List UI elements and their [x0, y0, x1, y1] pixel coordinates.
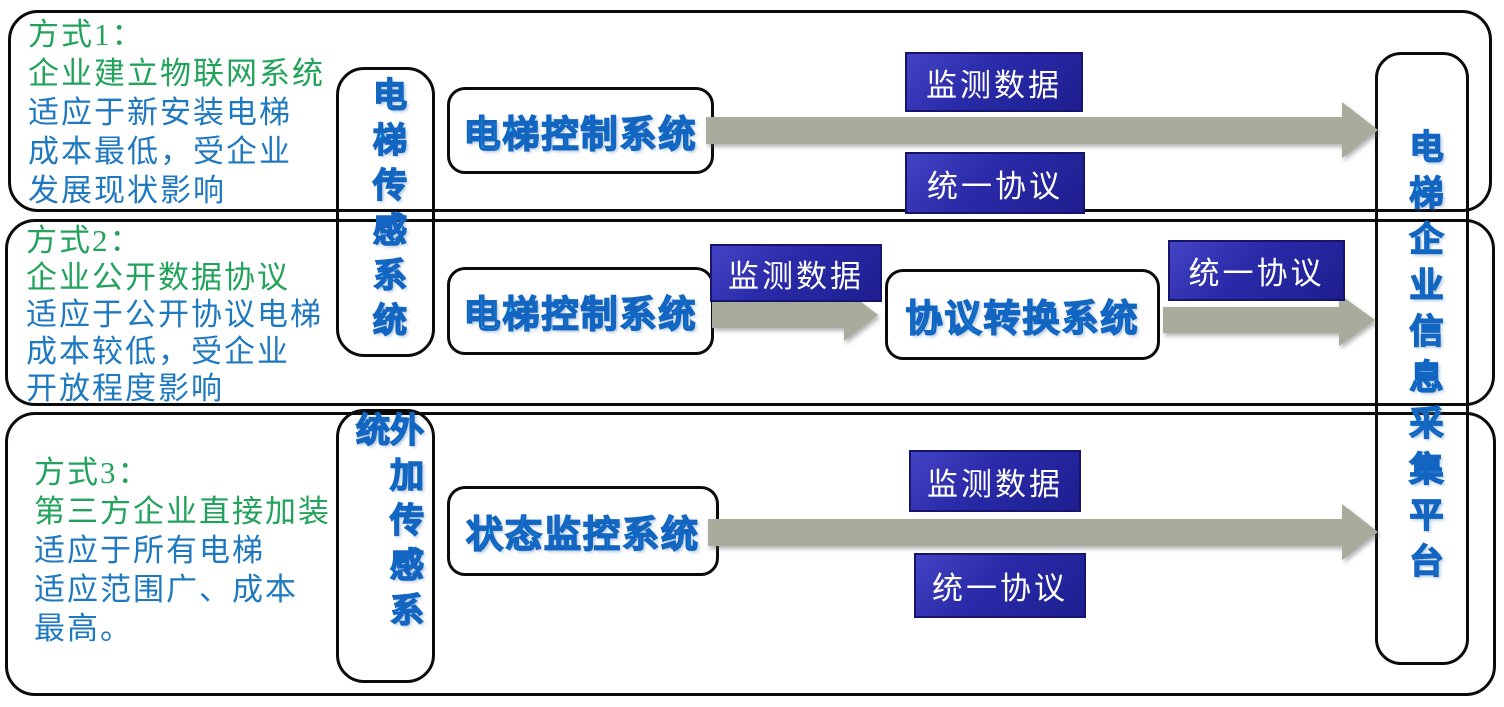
arrow-head — [1342, 102, 1378, 158]
elevator-sensor-system-box: 电梯传感系统 — [336, 67, 435, 357]
description-line: 适应范围广、成本 — [34, 572, 298, 607]
external-sensor-system-box: 外加传感系统 — [336, 409, 435, 683]
method-1-description: 方式1： 企业建立物联网系统 适应于新安装电梯 成本最低，受企业 发展现状影响 — [28, 15, 325, 210]
row1-monitoring-data-label: 监测数据 — [905, 52, 1083, 112]
protocol-conversion-system-box: 协议转换系统 — [885, 269, 1160, 360]
arrow-row3-to-platform — [708, 504, 1378, 561]
description-line: 方式2： — [26, 223, 143, 258]
arrow-shaft — [706, 117, 1342, 144]
method-1-panel — [8, 10, 1492, 212]
platform-box: 电梯企业信息采集平台 — [1375, 52, 1469, 665]
description-line: 适应于公开协议电梯 — [26, 297, 323, 332]
description-line: 企业公开数据协议 — [26, 260, 290, 295]
arrow-head — [1339, 294, 1375, 346]
row3-monitoring-data-label: 监测数据 — [909, 450, 1081, 512]
arrow-shaft — [1163, 307, 1339, 333]
row2-unified-protocol-label: 统一协议 — [1168, 240, 1345, 301]
description-line: 成本较低，受企业 — [26, 334, 290, 369]
description-line: 开放程度影响 — [26, 371, 224, 406]
arrow-shaft — [712, 302, 844, 328]
description-line: 成本最低，受企业 — [28, 134, 292, 169]
elevator-control-system-box-2: 电梯控制系统 — [447, 267, 714, 355]
description-line: 企业建立物联网系统 — [28, 56, 325, 91]
description-line: 第三方企业直接加装 — [34, 494, 331, 529]
method-2-description: 方式2： 企业公开数据协议 适应于公开协议电梯 成本较低，受企业 开放程度影响 — [26, 222, 323, 407]
platform-label: 电梯企业信息采集平台 — [1403, 128, 1442, 590]
description-line: 适应于新安装电梯 — [28, 95, 292, 130]
description-line: 发展现状影响 — [28, 173, 226, 208]
description-line: 方式3： — [34, 455, 151, 490]
method-3-description: 方式3： 第三方企业直接加装 适应于所有电梯 适应范围广、成本 最高。 — [34, 453, 331, 648]
arrow-row1-to-platform — [706, 102, 1378, 159]
arrow-shaft — [708, 519, 1342, 546]
elevator-control-system-box-1: 电梯控制系统 — [447, 87, 714, 174]
row1-unified-protocol-label: 统一协议 — [905, 152, 1085, 214]
row2-monitoring-data-label: 监测数据 — [710, 244, 882, 302]
description-line: 方式1： — [28, 17, 145, 52]
status-monitoring-system-box: 状态监控系统 — [447, 486, 719, 576]
row3-unified-protocol-label: 统一协议 — [914, 553, 1086, 618]
method-3-panel — [5, 412, 1496, 696]
description-line: 最高。 — [34, 611, 133, 646]
arrow-row2-to-platform — [1163, 294, 1375, 346]
method-2-panel — [5, 219, 1495, 406]
description-line: 适应于所有电梯 — [34, 533, 265, 568]
elevator-sensor-system-label: 电梯传感系统 — [367, 76, 406, 348]
arrow-head — [1342, 504, 1378, 560]
external-sensor-system-label: 外加传感系统 — [350, 411, 423, 638]
